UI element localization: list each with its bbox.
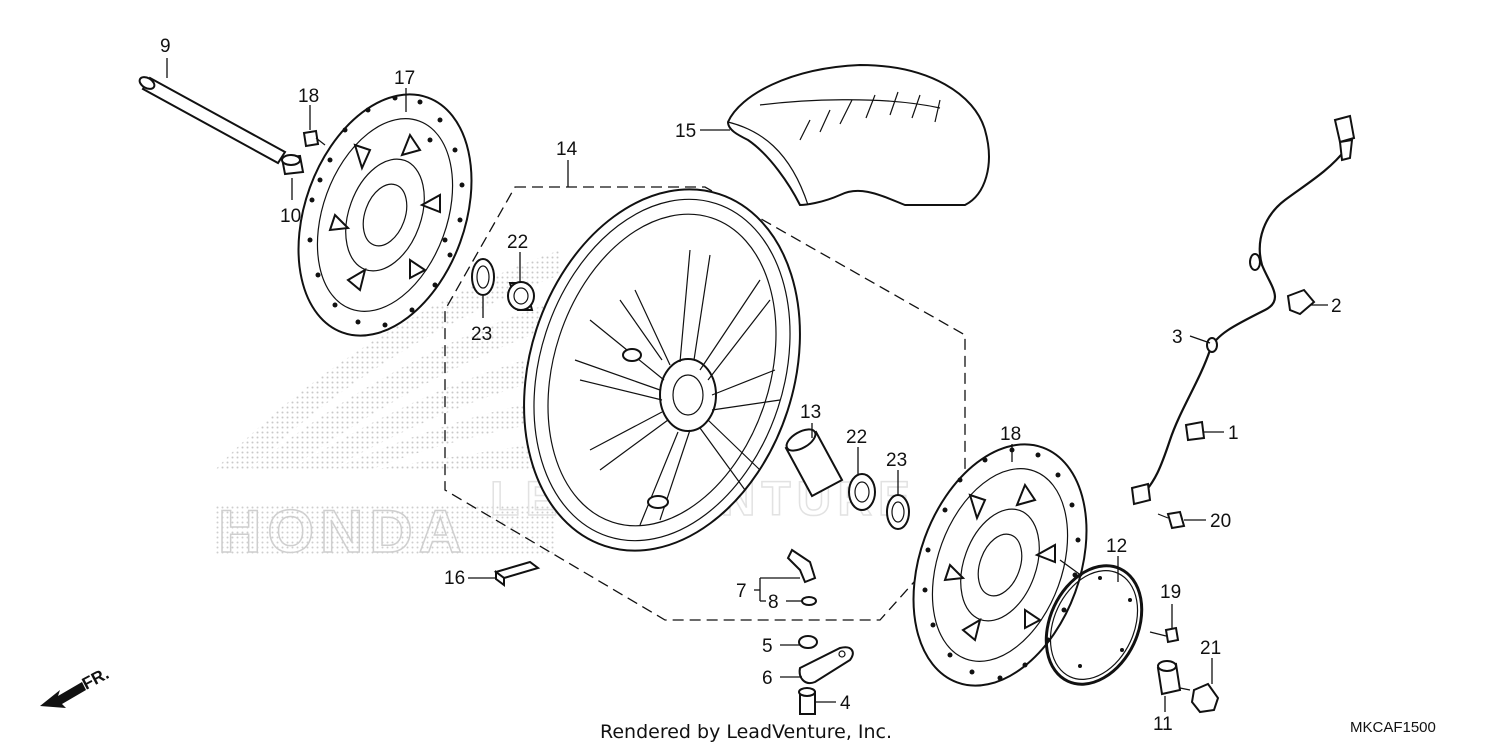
wire-grommet bbox=[1184, 420, 1206, 442]
front-direction-indicator: FR. bbox=[40, 664, 112, 708]
callout-9: 9 bbox=[160, 36, 171, 57]
callout-19-upper: 18 bbox=[298, 86, 319, 107]
callout-21: 21 bbox=[1200, 638, 1221, 659]
callout-15: 15 bbox=[675, 121, 696, 142]
side-collar-right bbox=[1156, 660, 1182, 696]
callout-11: 11 bbox=[1153, 714, 1173, 735]
honda-watermark: HONDA bbox=[215, 250, 560, 566]
disc-bolt-lower bbox=[1149, 626, 1180, 644]
callout-13: 13 bbox=[800, 402, 821, 423]
callout-19-lower: 19 bbox=[1160, 582, 1181, 603]
callout-5: 5 bbox=[762, 636, 773, 657]
wheel-assembly-bracket bbox=[444, 186, 966, 621]
dust-seal-right bbox=[886, 494, 910, 530]
balance-weight bbox=[493, 560, 541, 587]
distance-collar bbox=[784, 428, 844, 498]
callout-23-right: 23 bbox=[886, 450, 907, 471]
disc-bolt-upper bbox=[302, 129, 326, 148]
callouts: 9 18 17 10 22 23 14 15 13 22 23 18 16 7 … bbox=[160, 36, 1342, 735]
honda-watermark-text: HONDA bbox=[218, 498, 468, 565]
callout-23-left: 23 bbox=[471, 324, 492, 345]
callout-22-right: 22 bbox=[846, 427, 867, 448]
callout-7: 7 bbox=[736, 581, 747, 602]
bearing-left bbox=[507, 281, 535, 311]
callout-1: 1 bbox=[1228, 423, 1239, 444]
flange-bolt bbox=[1179, 682, 1220, 714]
wire-clip bbox=[1286, 288, 1316, 316]
callout-14: 14 bbox=[556, 139, 578, 160]
callout-3: 3 bbox=[1172, 327, 1183, 348]
front-wheel bbox=[523, 188, 801, 552]
leader-lines bbox=[166, 58, 1328, 712]
callout-17: 17 bbox=[394, 68, 415, 89]
sensor-bolt bbox=[1157, 510, 1186, 530]
sensor-nut bbox=[798, 635, 818, 649]
brake-disc-left bbox=[297, 93, 473, 337]
callout-12: 12 bbox=[1106, 536, 1127, 557]
callout-4: 4 bbox=[840, 693, 851, 714]
bearing-right bbox=[848, 473, 876, 511]
dust-seal-left bbox=[471, 258, 495, 296]
side-collar-left bbox=[280, 154, 305, 176]
wheel-speed-sensor bbox=[1130, 114, 1356, 506]
direction-arrow-icon bbox=[40, 682, 86, 708]
sensor-collar bbox=[798, 687, 816, 715]
front-axle bbox=[138, 76, 287, 165]
diagram-code: MKCAF1500 bbox=[1350, 719, 1436, 736]
callout-18: 18 bbox=[1000, 424, 1021, 445]
render-credit: Rendered by LeadVenture, Inc. bbox=[600, 721, 892, 743]
sensor-bracket bbox=[798, 646, 854, 684]
callout-2: 2 bbox=[1331, 296, 1342, 317]
callout-6: 6 bbox=[762, 668, 773, 689]
callout-16: 16 bbox=[444, 568, 465, 589]
front-tire bbox=[726, 63, 990, 207]
callout-22-left: 22 bbox=[507, 232, 528, 253]
brake-disc-right bbox=[912, 443, 1088, 687]
callout-20: 20 bbox=[1210, 511, 1231, 532]
callout-10: 10 bbox=[280, 206, 301, 227]
callout-8: 8 bbox=[768, 592, 779, 613]
